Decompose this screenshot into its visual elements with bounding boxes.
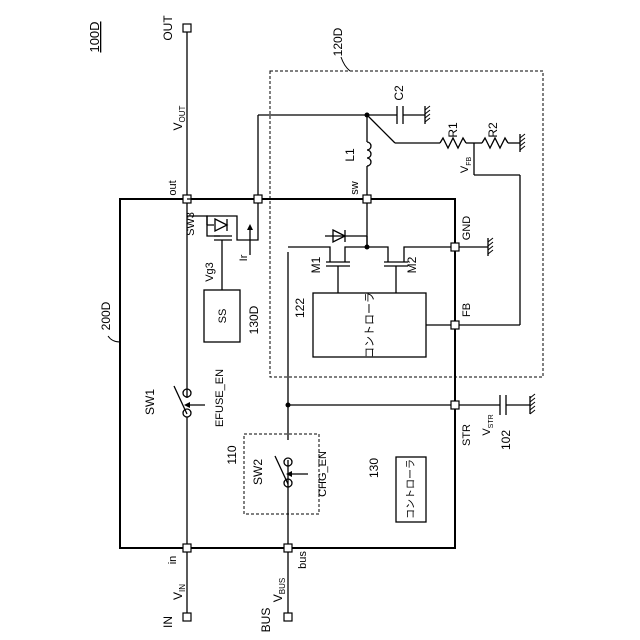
ss-block-text: SS <box>217 309 229 324</box>
r2-label: R2 <box>486 122 500 138</box>
c2-ground-hatches <box>425 106 430 122</box>
controller-122-text: コントローラ <box>364 292 376 358</box>
str-junction <box>286 403 291 408</box>
r1-label: R1 <box>446 122 460 138</box>
vg3-label: Vg3 <box>204 262 216 282</box>
controller-130-text: コントローラ <box>405 459 417 519</box>
in-terminal-label: IN <box>161 616 175 628</box>
r1-resistor <box>440 138 466 148</box>
ir-label: Ir <box>238 254 250 261</box>
str-pin[interactable] <box>451 401 459 409</box>
vin-label: VIN <box>171 584 187 600</box>
l1-label: L1 <box>343 148 357 162</box>
str-pin-label: STR <box>461 424 473 446</box>
ir-arrowhead <box>247 224 253 230</box>
c2-label: C2 <box>392 85 406 101</box>
switch-box-label: 110 <box>225 445 239 464</box>
sw1-label: SW1 <box>143 389 157 415</box>
cap102-label: 102 <box>499 430 513 450</box>
gnd-pin[interactable] <box>451 243 459 251</box>
m1-label: M1 <box>309 256 323 273</box>
bus-pin-label: bus <box>297 551 309 569</box>
out-pin-label: out <box>167 180 179 195</box>
m2-label: M2 <box>405 256 419 273</box>
sw2-arrowhead <box>286 471 292 477</box>
gnd-hatches <box>488 238 493 254</box>
ss-ref-label: 130D <box>247 305 261 334</box>
in-pin[interactable] <box>183 544 191 552</box>
vbus-label: VBUS <box>271 578 287 602</box>
chg-en-label: CHG_EN <box>317 451 329 497</box>
bus-terminal-label: BUS <box>259 608 273 633</box>
sw2-label: SW2 <box>251 459 265 485</box>
sw3-diode <box>215 219 227 231</box>
r1-feed <box>367 115 395 143</box>
in-terminal[interactable] <box>183 613 191 621</box>
in-pin-label: in <box>167 556 179 565</box>
sw2-blade <box>275 456 288 484</box>
bus-terminal[interactable] <box>284 613 292 621</box>
out-terminal-label: OUT <box>161 15 175 41</box>
controller-122-ref: 122 <box>293 298 307 318</box>
converter-box-120d <box>270 71 543 377</box>
efuse-en-label: EFUSE_EN <box>214 369 226 427</box>
sw-pin[interactable] <box>363 195 371 203</box>
main-block-label: 200D <box>99 301 113 330</box>
vfb-label: VFB <box>459 157 473 174</box>
sw1-arrowhead <box>184 402 190 408</box>
figure-label: 100D <box>87 21 102 52</box>
fb-pin-label: FB <box>461 303 473 317</box>
gnd-pin-label: GND <box>461 216 473 241</box>
vstr-label: VSTR <box>481 414 495 435</box>
converter-box-label: 120D <box>331 27 345 56</box>
sw-pin-label: sw <box>349 181 361 195</box>
converter-leader <box>341 57 350 71</box>
m1-drain-source <box>288 247 367 262</box>
sw3-out-node[interactable] <box>254 195 262 203</box>
fb-pin[interactable] <box>451 321 459 329</box>
main-block-leader <box>108 336 120 342</box>
out-terminal[interactable] <box>183 24 191 32</box>
vout-label: VOUT <box>171 105 187 130</box>
r2-ground-hatches <box>520 134 525 150</box>
controller-130-ref: 130 <box>367 458 381 478</box>
bus-pin[interactable] <box>284 544 292 552</box>
l1-inductor <box>367 142 371 166</box>
m1-diode-wire <box>325 236 367 247</box>
cap102-ground-hatches <box>530 398 535 414</box>
r2-resistor <box>482 138 508 148</box>
cap102-ground-hatch <box>530 394 535 398</box>
